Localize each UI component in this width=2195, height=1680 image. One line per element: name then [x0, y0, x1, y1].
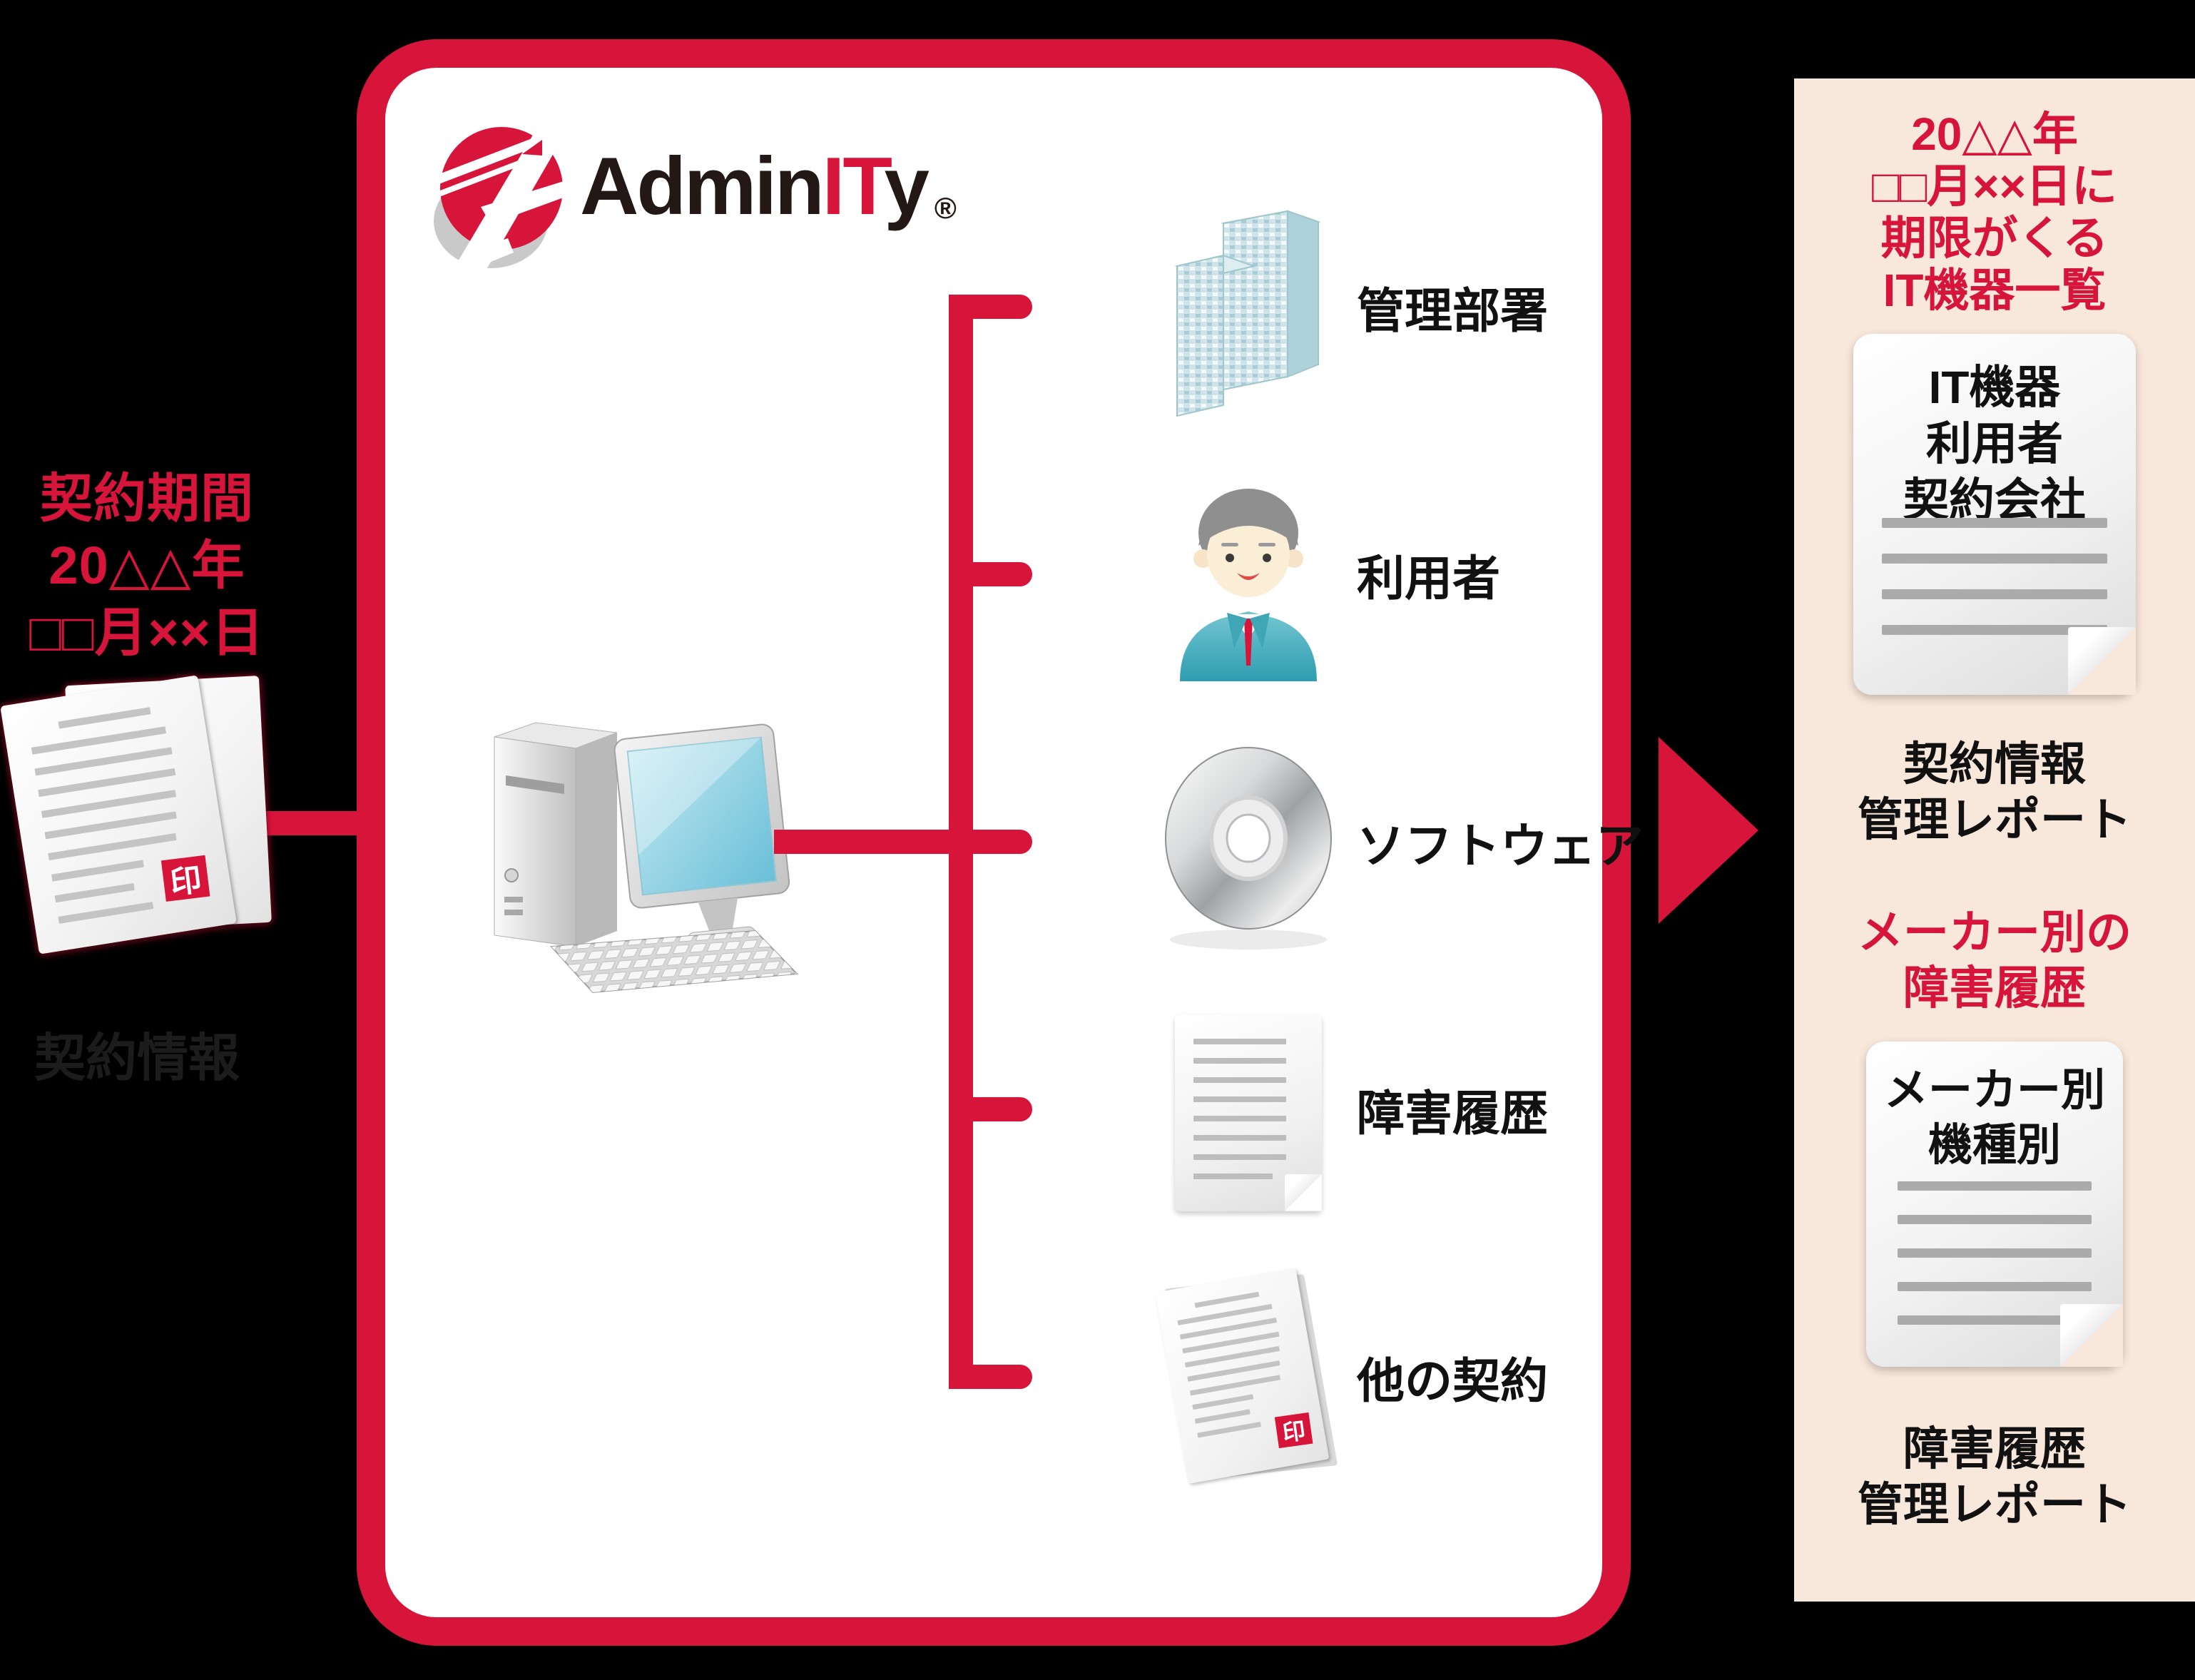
adminity-logo-text: AdminITy® [580, 140, 957, 233]
tree-label-management-department: 管理部署 [1357, 284, 1548, 338]
tree-branch-line-4 [949, 1097, 1032, 1121]
contract-period-label: 契約期間 20△△年 □□月××日 [29, 469, 265, 662]
inkan-stamp-icon: 印 [1274, 1412, 1313, 1449]
report1-line: 利用者 [1926, 418, 2063, 469]
report2-text-bars [1866, 1181, 2123, 1349]
tree-label-user: 利用者 [1357, 551, 1500, 606]
panel-title-line: IT機器一覧 [1883, 265, 2107, 316]
cd-icon [1149, 731, 1348, 952]
registered-trademark-symbol: ® [934, 191, 957, 225]
tree-branch-line-1 [949, 295, 1032, 319]
computer-to-tree-connector [774, 830, 1032, 854]
contract-mini-page: 印 [1155, 1266, 1342, 1490]
contract-document-icon: 印 [0, 671, 291, 970]
report2-caption: 障害履歴 管理レポート [1858, 1423, 2132, 1530]
panel-title-line: 期限がくる [1880, 213, 2109, 264]
computer-icon [494, 722, 799, 994]
tree-label-failure-history: 障害履歴 [1357, 1086, 1548, 1141]
tree-branch-line-5 [949, 1365, 1032, 1389]
panel-title-line: 20△△年 [1911, 108, 2078, 160]
tree-branch-line-2 [949, 562, 1032, 586]
inkan-stamp-icon: 印 [161, 855, 210, 902]
building-icon [1156, 198, 1341, 419]
tree-label-other-contracts: 他の契約 [1357, 1354, 1548, 1408]
person-icon [1156, 467, 1341, 681]
adminity-logo-mark-icon [434, 127, 569, 291]
logo-text-suffix: y [884, 141, 930, 232]
contract-info-ghost-caption: 契約情報 [34, 1030, 240, 1087]
report1-text-bars [1853, 518, 2136, 661]
document-icon [1170, 1011, 1327, 1214]
panel-title-line: □□月××日に [1871, 161, 2118, 212]
panel-title: 20△△年 □□月××日に 期限がくる IT機器一覧 [1794, 108, 2195, 317]
flow-arrow-icon [1659, 737, 1758, 924]
logo-text-accent: IT [822, 141, 887, 232]
report1-line: IT機器 [1928, 362, 2061, 413]
report1-line: 契約会社 [1903, 474, 2086, 526]
contract-front-page: 印 [0, 675, 237, 954]
logo-text-prefix: Admin [580, 141, 825, 232]
failure-report-document: メーカー別 機種別 [1866, 1042, 2123, 1367]
stamped-document-icon: 印 [1155, 1264, 1342, 1492]
report2-line: メーカー別 [1883, 1066, 2105, 1115]
report2-line: 機種別 [1927, 1121, 2061, 1170]
tree-label-software: ソフトウェア [1357, 819, 1644, 873]
report-panel: 20△△年 □□月××日に 期限がくる IT機器一覧 IT機器 利用者 契約会社… [1794, 78, 2195, 1602]
panel-subtitle: メーカー別の 障害履歴 [1858, 907, 2132, 1014]
document-page [1175, 1014, 1322, 1211]
report1-caption: 契約情報 管理レポート [1858, 738, 2132, 845]
adminity-logo: AdminITy® [434, 113, 957, 291]
contract-report-document: IT機器 利用者 契約会社 [1853, 334, 2136, 695]
